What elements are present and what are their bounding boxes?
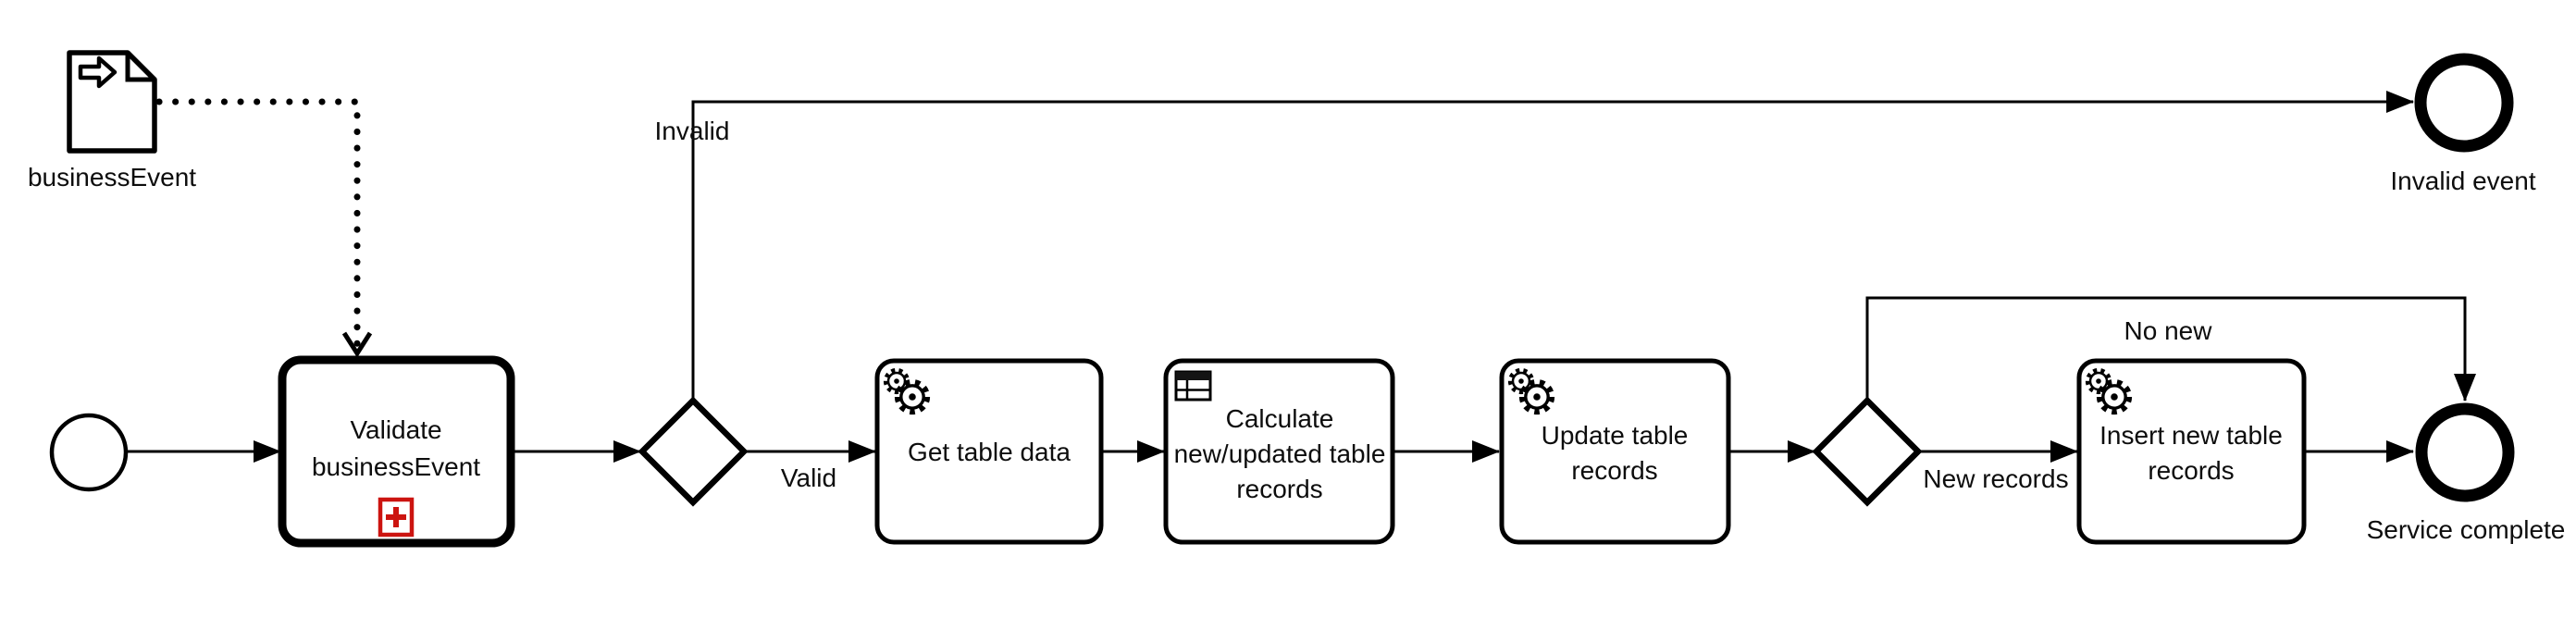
gateway-new-records	[1812, 396, 1923, 507]
task-label-line2: records	[2148, 456, 2234, 485]
end-event-label: Service complete	[2367, 515, 2566, 544]
flow-invalid	[691, 91, 2414, 402]
association-dotted-line	[155, 98, 361, 350]
end-event-label: Invalid event	[2390, 167, 2535, 195]
association-business-event	[155, 98, 373, 358]
call-activity-shape	[278, 355, 515, 548]
gateway-valid-invalid	[638, 396, 749, 507]
task-label-line1: Validate	[350, 415, 441, 444]
exclusive-gateway-diamond	[1812, 396, 1923, 507]
start-event	[49, 413, 129, 492]
exclusive-gateway-diamond	[638, 396, 749, 507]
table-icon	[1174, 370, 1212, 402]
service-task-shape	[874, 358, 1104, 545]
end-event-circle	[2415, 402, 2515, 502]
end-event-service-complete: Service complete	[2367, 402, 2566, 544]
data-object-business-event: businessEvent	[28, 50, 196, 192]
task-validate-business-event: Validate businessEvent	[278, 355, 515, 548]
task-label-line2: businessEvent	[312, 452, 480, 481]
service-task-shape	[1499, 358, 1731, 545]
data-input-arrow-icon	[78, 56, 118, 89]
sequence-flows	[126, 91, 2476, 463]
task-label-line1: Insert new table	[2099, 421, 2283, 450]
task-label-line2: new/updated table	[1174, 439, 1386, 468]
task-label: Get table data	[908, 438, 1071, 466]
service-task-shape	[2076, 358, 2307, 545]
label-no-new: No new	[2124, 316, 2213, 345]
task-update-table-records: Update table records	[1499, 358, 1731, 545]
task-label-line1: Update table	[1542, 421, 1689, 450]
business-rule-task-shape	[1163, 358, 1395, 545]
task-calculate-records: Calculate new/updated table records	[1163, 358, 1395, 545]
label-new-records: New records	[1923, 464, 2068, 493]
label-invalid: Invalid	[655, 117, 730, 145]
task-label-line3: records	[1236, 475, 1322, 503]
data-object-label: businessEvent	[28, 163, 196, 192]
collapsed-subprocess-plus-marker-icon	[378, 497, 415, 538]
task-label-line2: records	[1571, 456, 1657, 485]
task-get-table-data: Get table data	[874, 358, 1104, 545]
open-arrowhead-icon	[341, 331, 373, 358]
end-event-circle	[2414, 53, 2514, 153]
label-valid: Valid	[781, 464, 836, 492]
task-insert-new-table-records: Insert new table records	[2076, 358, 2307, 545]
folded-corner-icon	[125, 54, 154, 82]
task-label-line1: Calculate	[1226, 404, 1334, 433]
end-event-invalid: Invalid event	[2390, 53, 2536, 195]
start-event-circle	[49, 413, 129, 492]
flow-no-new	[1865, 296, 2476, 402]
